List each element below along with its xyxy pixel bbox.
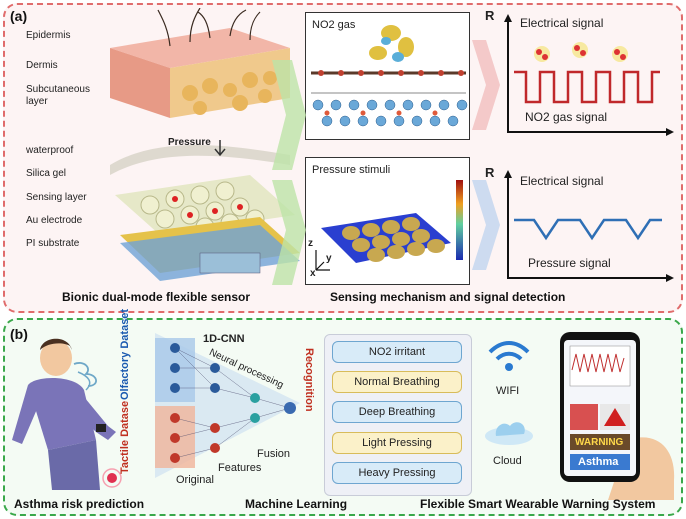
panel-a-tag: (a) bbox=[10, 8, 28, 24]
no2-axis-r: R bbox=[485, 8, 495, 23]
label-olfactory: Olfactory Dataset bbox=[119, 308, 131, 400]
phone-asthma: Asthma bbox=[578, 456, 619, 468]
pressure-signal-label: Pressure signal bbox=[528, 256, 611, 270]
caption-warning-system: Flexible Smart Wearable Warning System bbox=[420, 497, 656, 511]
pressure-signal-plot bbox=[504, 170, 674, 282]
axis-z: z bbox=[308, 238, 313, 249]
cloud-icon bbox=[485, 422, 533, 445]
caption-machine-learning: Machine Learning bbox=[245, 497, 348, 511]
label-cloud: Cloud bbox=[493, 455, 522, 467]
label-1d-cnn: 1D-CNN bbox=[203, 333, 245, 345]
label-sensing-layer: Sensing layer bbox=[26, 192, 87, 203]
label-waterproof: waterproof bbox=[26, 145, 74, 156]
label-wifi: WIFI bbox=[496, 385, 520, 397]
pressure-box-label: Pressure stimuli bbox=[312, 164, 391, 176]
label-features: Features bbox=[218, 462, 262, 474]
gas-mechanism-illustration bbox=[311, 25, 468, 127]
class-deep-breathing: Deep Breathing bbox=[332, 401, 462, 423]
class-heavy-pressing: Heavy Pressing bbox=[332, 462, 462, 484]
flow-arrows-a bbox=[272, 60, 306, 285]
label-subcutaneous: Subcutaneous layer bbox=[26, 84, 90, 107]
gas-box-label: NO2 gas bbox=[312, 19, 356, 31]
pressure-axis-r: R bbox=[485, 165, 495, 180]
label-au-electrode: Au electrode bbox=[26, 215, 83, 226]
no2-signal-title: Electrical signal bbox=[520, 16, 604, 30]
sensor-caption: Bionic dual-mode flexible sensor bbox=[62, 290, 251, 304]
label-tactile: Tactile Datase bbox=[119, 400, 131, 474]
caption-asthma-risk: Asthma risk prediction bbox=[14, 497, 145, 511]
label-fusion: Fusion bbox=[257, 448, 291, 460]
label-silica-gel: Silica gel bbox=[26, 168, 67, 179]
label-recognition: Recognition bbox=[303, 348, 315, 412]
label-original: Original bbox=[176, 474, 214, 486]
class-no2-irritant: NO2 irritant bbox=[332, 341, 462, 363]
label-pi-substrate: PI substrate bbox=[26, 238, 80, 249]
skin-illustration bbox=[110, 8, 290, 118]
label-dermis: Dermis bbox=[26, 60, 58, 71]
signal-arrows bbox=[472, 40, 500, 270]
axis-y: y bbox=[326, 253, 332, 264]
wifi-icon bbox=[488, 341, 530, 371]
label-epidermis: Epidermis bbox=[26, 30, 71, 41]
label-pressure: Pressure bbox=[168, 137, 211, 148]
panel-b-tag: (b) bbox=[10, 326, 28, 342]
class-light-pressing: Light Pressing bbox=[332, 432, 462, 454]
cnn-diagram bbox=[155, 333, 300, 478]
pressure-signal-title: Electrical signal bbox=[520, 174, 604, 188]
sensor-illustration bbox=[110, 140, 300, 281]
phone-warning: WARNING bbox=[575, 437, 624, 448]
person-illustration bbox=[12, 338, 122, 490]
gas-mechanism-box: NO2 gas bbox=[305, 12, 470, 140]
class-normal-breathing: Normal Breathing bbox=[332, 371, 462, 393]
axis-x: x bbox=[310, 268, 316, 279]
pressure-mechanism-box: Pressure stimuli z y x bbox=[305, 157, 470, 285]
no2-signal-label: NO2 gas signal bbox=[525, 110, 608, 124]
mechanism-caption: Sensing mechanism and signal detection bbox=[330, 290, 566, 304]
phone-illustration bbox=[560, 332, 675, 500]
no2-signal-plot bbox=[504, 14, 674, 136]
pressure-mechanism-illustration bbox=[315, 180, 463, 271]
